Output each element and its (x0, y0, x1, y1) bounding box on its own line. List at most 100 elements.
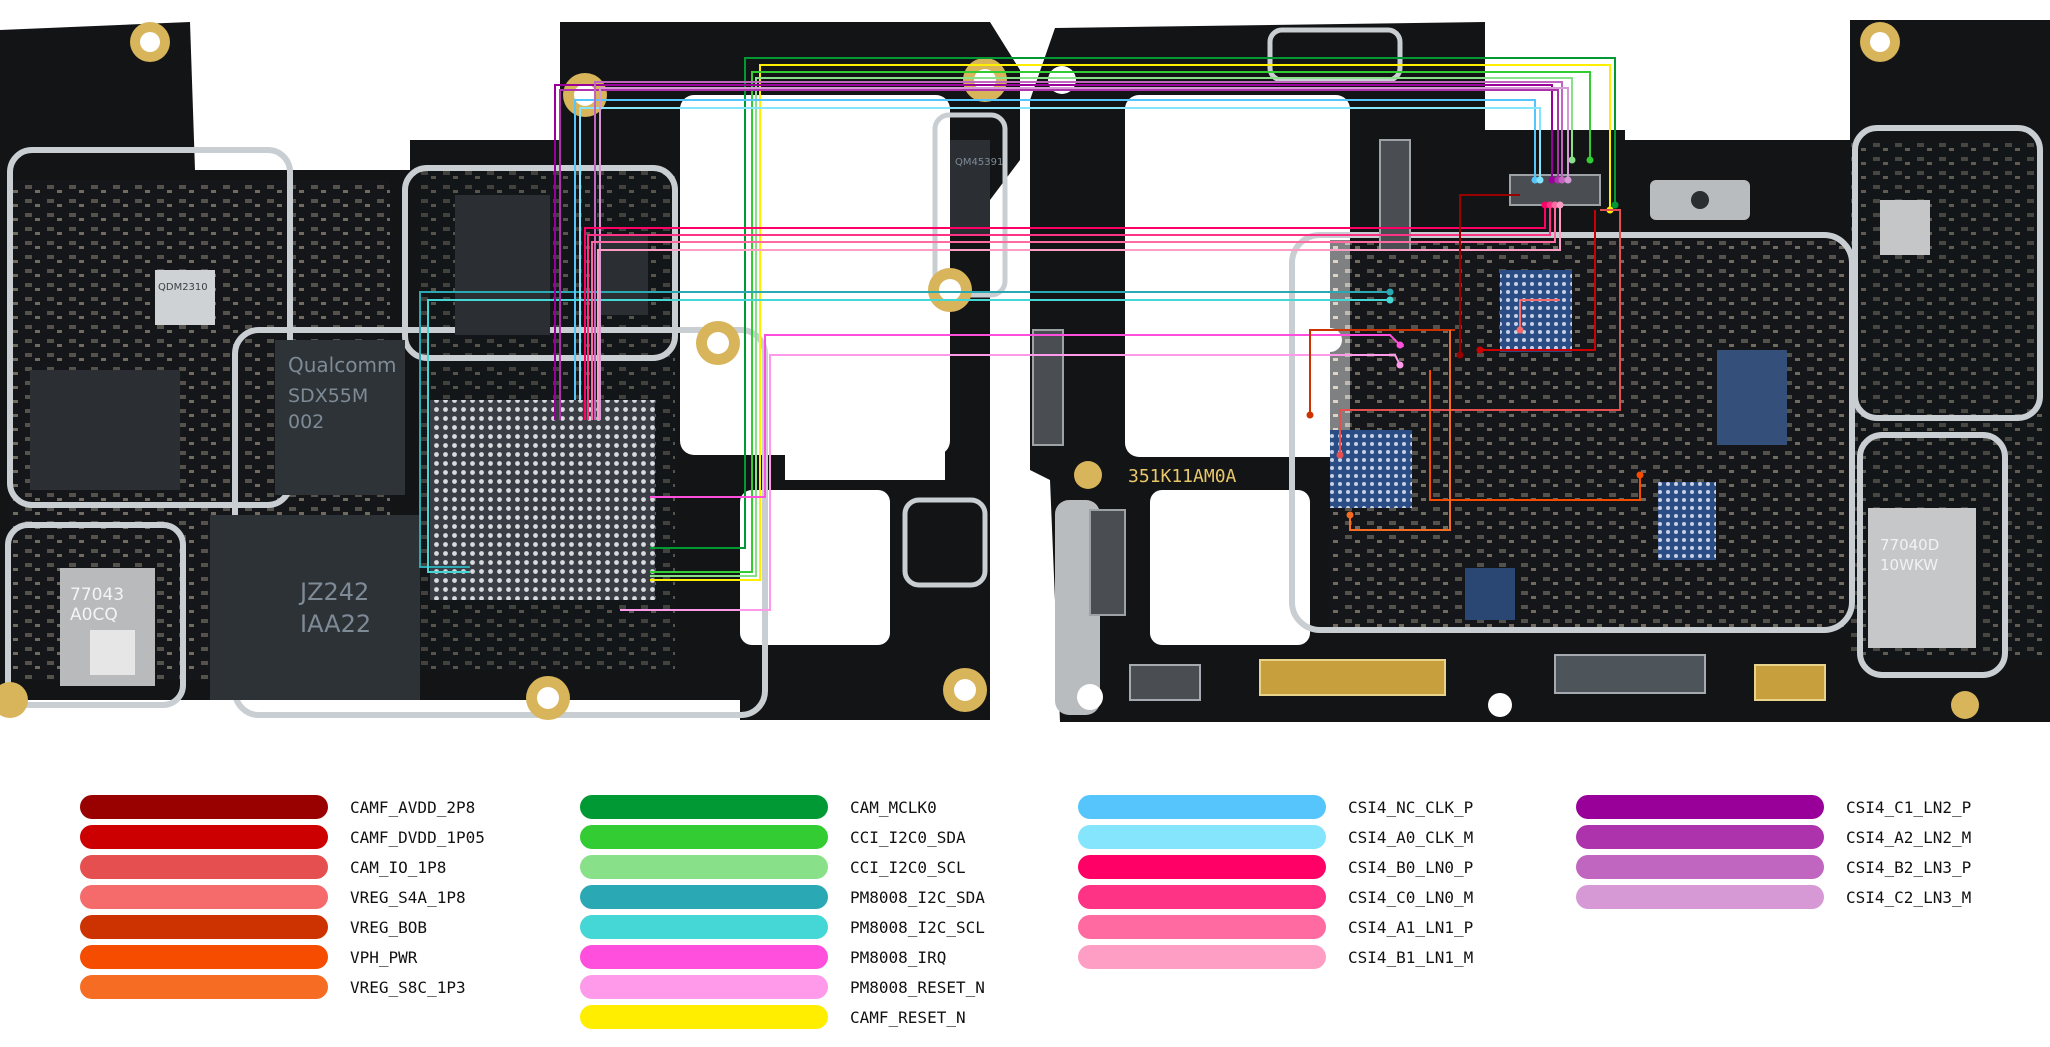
trace-vph-pwr (1429, 370, 1641, 501)
trace-cam-io-1p8 (1339, 209, 1621, 455)
chip-text: QM45391 (955, 157, 1003, 168)
left-board: Qualcomm SDX55M 002 JZ242 IAA22 77043 A0… (0, 0, 1020, 720)
cutout (1125, 95, 1350, 457)
legend-swatch (1078, 825, 1326, 849)
screw-hole (1691, 191, 1709, 209)
chip-text: SDX55M (288, 385, 368, 407)
shield-frame (1289, 232, 1855, 633)
chip (30, 370, 180, 490)
legend-swatch (80, 915, 328, 939)
legend-label: PM8008_I2C_SDA (850, 887, 985, 907)
legend-item: CSI4_NC_CLK_P (1078, 795, 1473, 819)
legend-item: CAM_IO_1P8 (80, 855, 446, 879)
trace-cci-i2c0-sda (650, 71, 1591, 573)
metal-bracket (1055, 500, 1100, 715)
legend-swatch (580, 1005, 828, 1029)
board-to-board-connector (1554, 654, 1706, 694)
trace-csi4-a0-clk-m (579, 107, 1541, 400)
memory-chip (210, 515, 420, 700)
trace-endpoint (1586, 156, 1594, 164)
fpc-connector (1032, 329, 1064, 446)
trace-camf-reset-n (650, 64, 1611, 581)
legend-swatch (580, 885, 828, 909)
legend-label: CSI4_B0_LN0_P (1348, 857, 1474, 877)
chip-text: 77040D (1880, 536, 1939, 554)
legend-swatch (80, 945, 328, 969)
trace-pm8008-reset-n (620, 354, 1401, 611)
legend-item: CSI4_C2_LN3_M (1576, 885, 1971, 909)
bga-chip (1330, 430, 1412, 508)
camera-connector (1509, 174, 1601, 206)
trace-endpoint (1536, 176, 1544, 184)
legend-label: PM8008_IRQ (850, 947, 947, 967)
bga-chip (1658, 482, 1716, 560)
legend-label: CSI4_C2_LN3_M (1846, 887, 1972, 907)
legend-item: CCI_I2C0_SDA (580, 825, 966, 849)
chip-text: QDM2310 (158, 282, 208, 293)
trace-vreg-s4a-1p8 (1519, 299, 1560, 330)
legend-item: CAMF_RESET_N (580, 1005, 966, 1029)
legend-label: CSI4_NC_CLK_P (1348, 797, 1474, 817)
legend-item: CAMF_AVDD_2P8 (80, 795, 475, 819)
chip (455, 195, 550, 335)
trace-camf-dvdd-1p05 (1480, 210, 1596, 351)
shield-frame (1267, 27, 1403, 83)
legend-swatch (1078, 885, 1326, 909)
board-to-board-connector (1129, 664, 1201, 701)
trace-csi4-a2-ln2-m (559, 89, 1559, 420)
chip-text: A0CQ (70, 605, 118, 625)
legend-item: VREG_BOB (80, 915, 427, 939)
trace-pm8008-i2c-scl (427, 299, 1390, 573)
trace-endpoint (1476, 346, 1484, 354)
trace-csi4-c0-ln0-m (587, 205, 1551, 420)
legend-item: CSI4_B1_LN1_M (1078, 945, 1473, 969)
qr-code (90, 630, 135, 675)
trace-endpoint (1531, 176, 1539, 184)
legend-label: CAM_MCLK0 (850, 797, 937, 817)
trace-cam-mclk0 (650, 57, 1616, 549)
legend-item: CSI4_A1_LN1_P (1078, 915, 1473, 939)
trace-endpoint (1568, 156, 1576, 164)
trace-endpoint (1336, 451, 1344, 459)
modem-chip (275, 340, 405, 495)
legend-swatch (580, 855, 828, 879)
chip-text: IAA22 (300, 610, 371, 638)
trace-endpoint (1541, 201, 1549, 209)
trace-endpoint (1546, 201, 1554, 209)
chip-text: JZ242 (298, 578, 369, 606)
cutout (195, 0, 560, 140)
trace-endpoint (1456, 351, 1464, 359)
shield-frame (1857, 432, 2008, 678)
trace-vreg-s8c-1p3 (1349, 330, 1451, 531)
legend-item: VPH_PWR (80, 945, 417, 969)
legend-swatch (1078, 795, 1326, 819)
legend-swatch (80, 855, 328, 879)
legend-item: PM8008_RESET_N (580, 975, 985, 999)
trace-pm8008-irq (650, 334, 1401, 498)
trace-csi4-b1-ln1-m (597, 205, 1561, 420)
shield-frame (1852, 125, 2043, 421)
legend-label: CSI4_B1_LN1_M (1348, 947, 1474, 967)
legend-item: CSI4_C1_LN2_P (1576, 795, 1971, 819)
legend-swatch (80, 975, 328, 999)
trace-camf-avdd-2p8 (1459, 194, 1520, 355)
shield-frame (5, 522, 186, 708)
legend-label: CAMF_AVDD_2P8 (350, 797, 476, 817)
legend-swatch (1078, 915, 1326, 939)
trace-csi4-b2-ln3-p (594, 81, 1563, 420)
cutout (740, 490, 890, 645)
legend-swatch (80, 885, 328, 909)
fpc-connector (1089, 509, 1126, 616)
trace-endpoint (1396, 361, 1404, 369)
legend-swatch (1576, 825, 1824, 849)
legend-label: CCI_I2C0_SDA (850, 827, 966, 847)
soc-bga (430, 400, 655, 600)
legend-swatch (580, 795, 828, 819)
cutout (1150, 490, 1310, 645)
chip (155, 270, 215, 325)
trace-csi4-a1-ln1-p (591, 205, 1556, 420)
legend-label: CSI4_B2_LN3_P (1846, 857, 1972, 877)
legend-swatch (580, 975, 828, 999)
chip-text: 77043 (70, 585, 124, 605)
legend-item: PM8008_IRQ (580, 945, 946, 969)
